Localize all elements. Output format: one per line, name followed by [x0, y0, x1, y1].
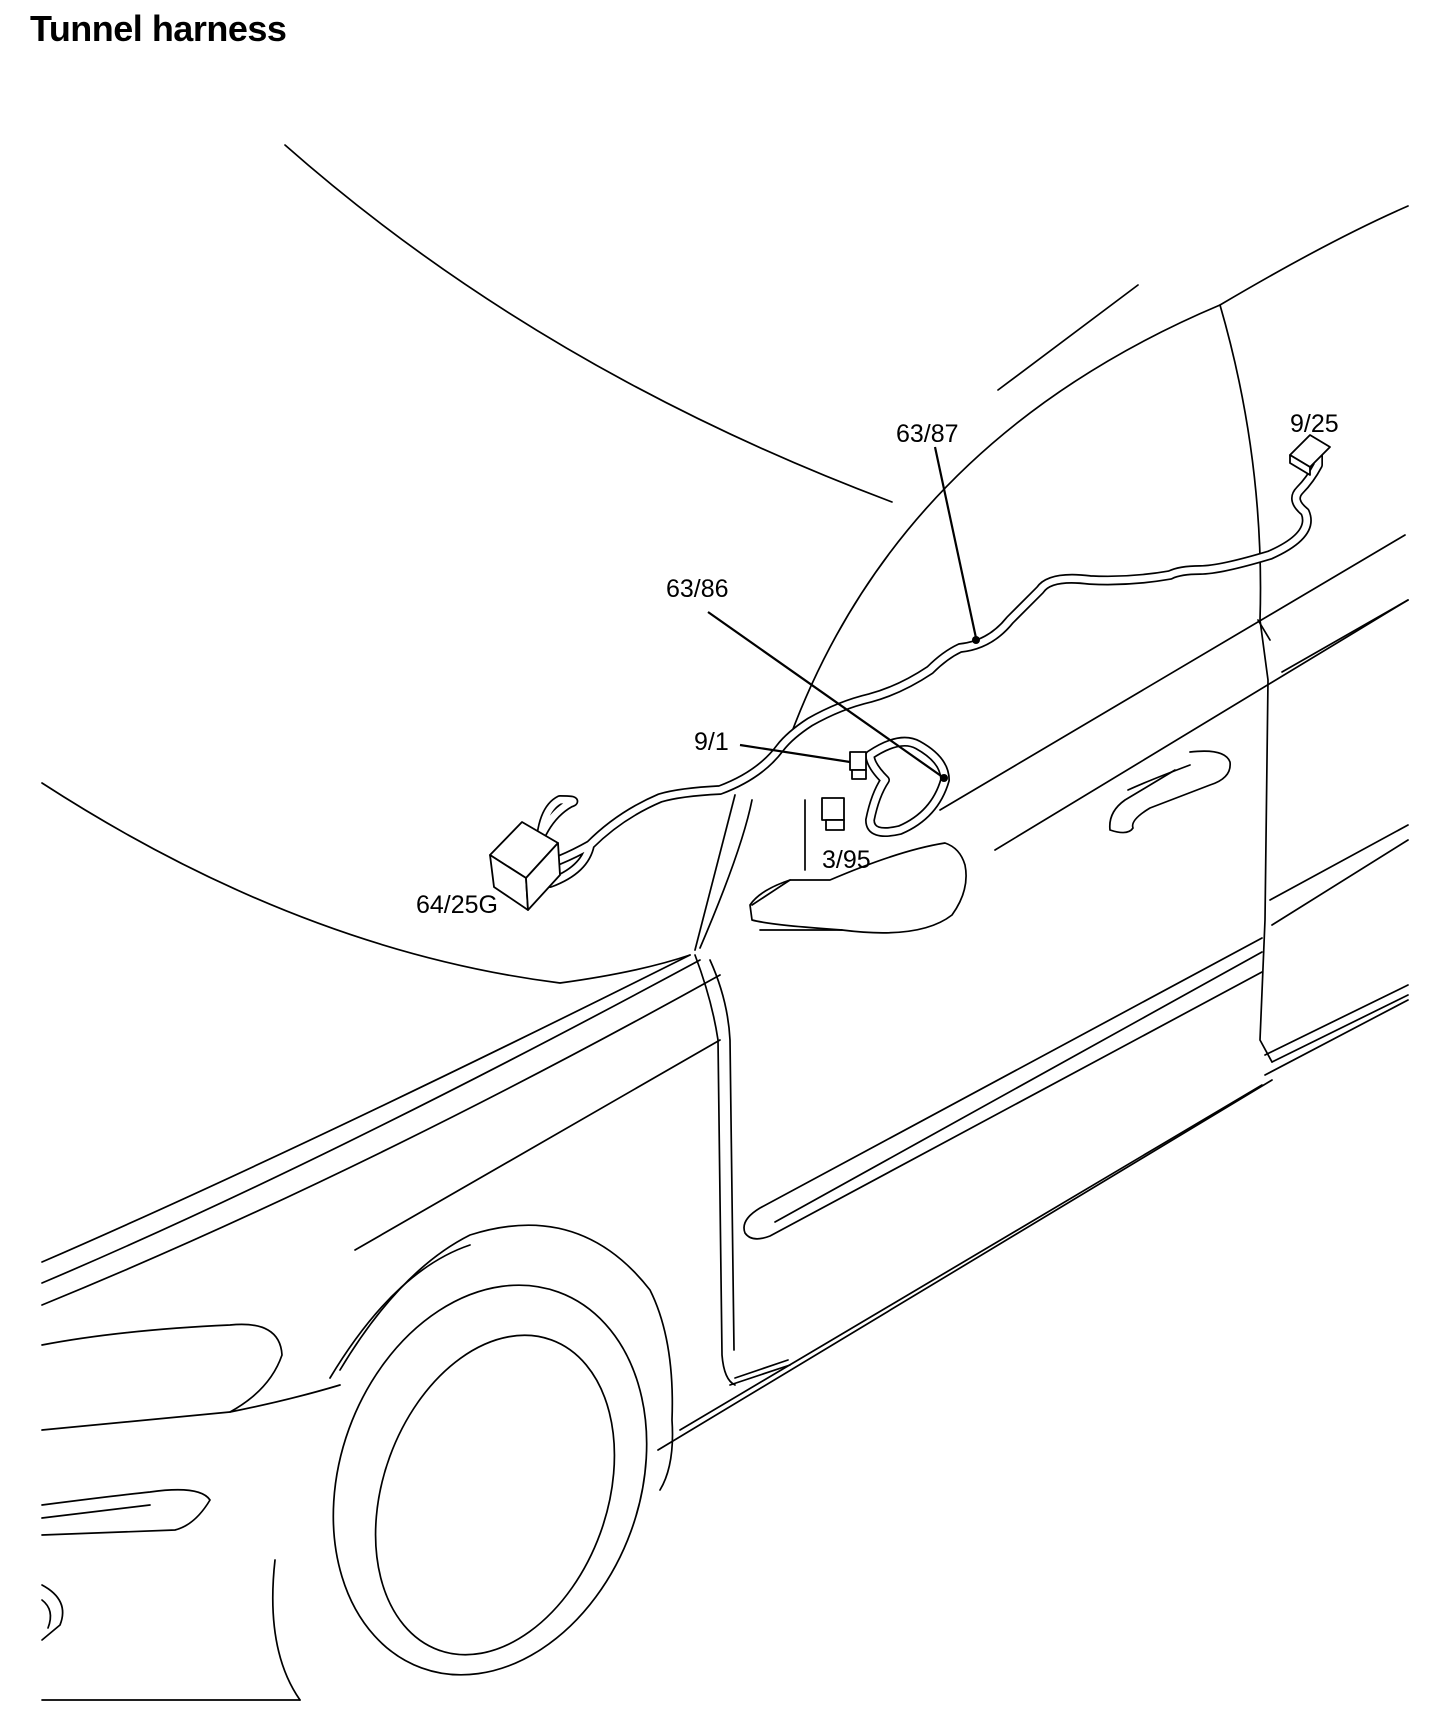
label-64-25g: 64/25G: [416, 891, 498, 919]
label-63-86: 63/86: [666, 575, 729, 603]
label-9-1: 9/1: [694, 728, 729, 756]
label-9-25: 9/25: [1290, 410, 1339, 438]
clip-63-87-dot: [972, 636, 980, 644]
leader-lines: [707, 446, 978, 779]
connector-9-1: [849, 751, 867, 780]
label-63-87: 63/87: [896, 420, 959, 448]
connector-9-25: [1289, 434, 1331, 476]
car-body-outline: [41, 144, 1409, 1701]
tunnel-harness-wire: [525, 448, 1323, 888]
label-3-95: 3/95: [822, 846, 871, 874]
connector-64-25g: [489, 821, 561, 911]
connector-3-95: [821, 797, 845, 831]
page-title: Tunnel harness: [30, 8, 287, 49]
